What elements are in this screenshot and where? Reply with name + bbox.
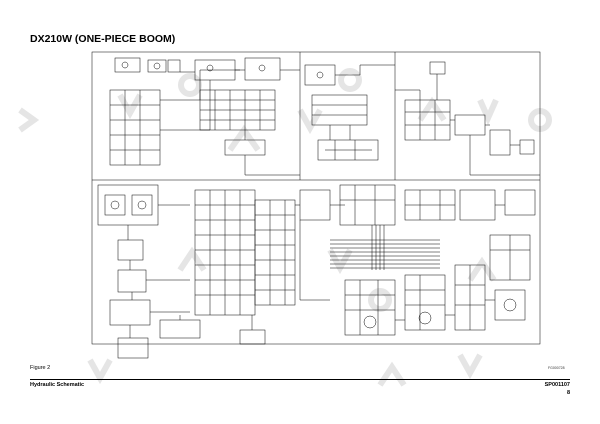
footer-page-number: 8: [566, 390, 570, 396]
footer-divider: [30, 379, 570, 380]
page-title: DX210W (ONE-PIECE BOOM): [30, 33, 176, 45]
figure-label: Figure 2: [30, 365, 51, 371]
figure-code: FG000728: [548, 366, 565, 370]
footer-section-title: Hydraulic Schematic: [30, 382, 85, 388]
footer-doc-code: SP001107: [544, 382, 570, 388]
watermark: [18, 68, 552, 387]
schematic-lines: [91, 51, 541, 359]
